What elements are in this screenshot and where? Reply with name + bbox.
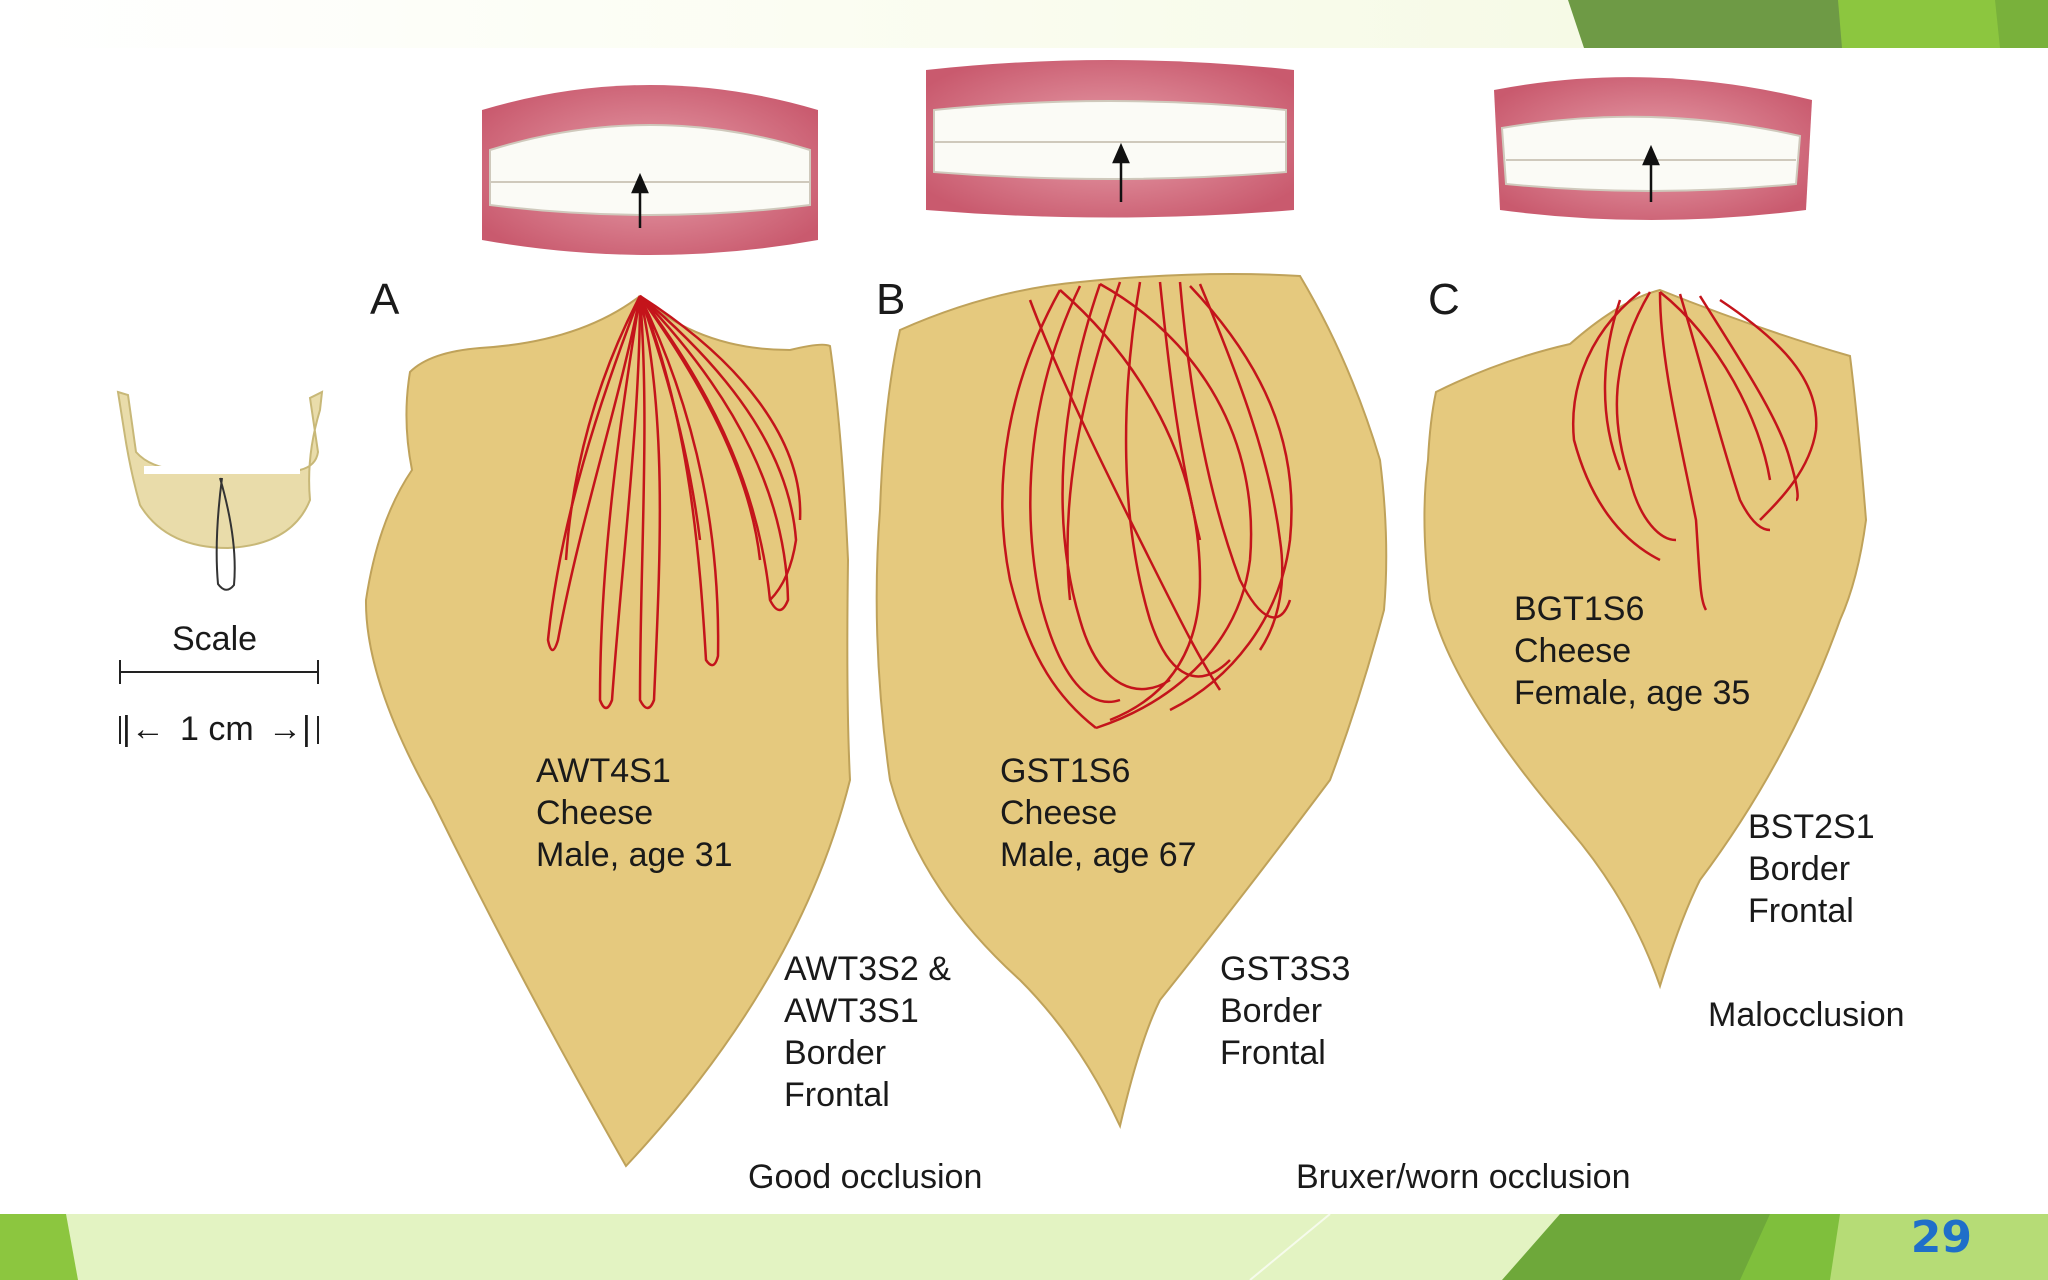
panel-b-border-line-3: Frontal (1220, 1034, 1326, 1072)
panel-a-letter: A (370, 275, 400, 324)
panel-a-border-line-3: Border (784, 1034, 887, 1072)
trace-c (1571, 291, 1818, 611)
panel-a-border-line-4: Frontal (784, 1076, 890, 1114)
panel-a-sample-line-3: Male, age 31 (536, 836, 733, 874)
scale-arrow-right: →| (268, 710, 311, 748)
arrow-up-icon (631, 172, 649, 228)
panel-b-sample-line-3: Male, age 67 (1000, 836, 1197, 874)
envelope-c (1423, 288, 1868, 990)
bottom-accent-light (1830, 1214, 2048, 1280)
panel-c-caption: Malocclusion (1708, 996, 1905, 1034)
scale-bar (119, 660, 319, 744)
bottom-left-accent (0, 1214, 78, 1280)
panel-c-sample-line-1: BGT1S6 (1514, 590, 1645, 628)
teeth-icon (926, 60, 1294, 218)
scale-length: 1 cm (180, 710, 254, 748)
panel-a-caption: Good occlusion (748, 1158, 983, 1196)
trace-a (546, 294, 802, 710)
panel-a-border-line-2: AWT3S1 (784, 992, 919, 1030)
panel-a-border-line-1: AWT3S2 & (784, 950, 951, 988)
panel-b-sample-line-2: Cheese (1000, 794, 1118, 832)
bottom-accent-line (1249, 1213, 1331, 1280)
scale-arrow-left: |← (122, 710, 165, 748)
panel-c-border-line-1: BST2S1 (1748, 808, 1875, 846)
panel-b-caption: Bruxer/worn occlusion (1296, 1158, 1631, 1196)
panel-b-letter: B (876, 275, 906, 324)
envelope-b (875, 273, 1388, 1130)
trace-b (1001, 281, 1293, 730)
arrow-up-icon (1642, 144, 1660, 202)
panel-a-sample-line-1: AWT4S1 (536, 752, 671, 790)
page-number: 29 (1910, 1212, 1972, 1263)
jaw-icon (116, 390, 324, 591)
teeth-icon (482, 85, 818, 255)
panel-c-sample-line-2: Cheese (1514, 632, 1632, 670)
arrow-up-icon (1112, 142, 1130, 202)
top-accent-edge (1995, 0, 2048, 48)
panel-b-sample-line-1: GST1S6 (1000, 752, 1131, 790)
panel-a-sample-line-2: Cheese (536, 794, 654, 832)
top-accent-light (1838, 0, 2048, 48)
panel-c-border-line-2: Border (1748, 850, 1851, 888)
teeth-a (489, 124, 811, 216)
panel-c-letter: C (1428, 275, 1460, 324)
panel-c-border-line-3: Frontal (1748, 892, 1854, 930)
panel-b-border-line-1: GST3S3 (1220, 950, 1351, 988)
teeth-icon (1494, 77, 1812, 220)
teeth-b (933, 100, 1287, 180)
panel-b-border-line-2: Border (1220, 992, 1323, 1030)
scale-title: Scale (172, 620, 258, 658)
panel-c-sample-line-3: Female, age 35 (1514, 674, 1751, 712)
jaw-trace (215, 477, 236, 591)
